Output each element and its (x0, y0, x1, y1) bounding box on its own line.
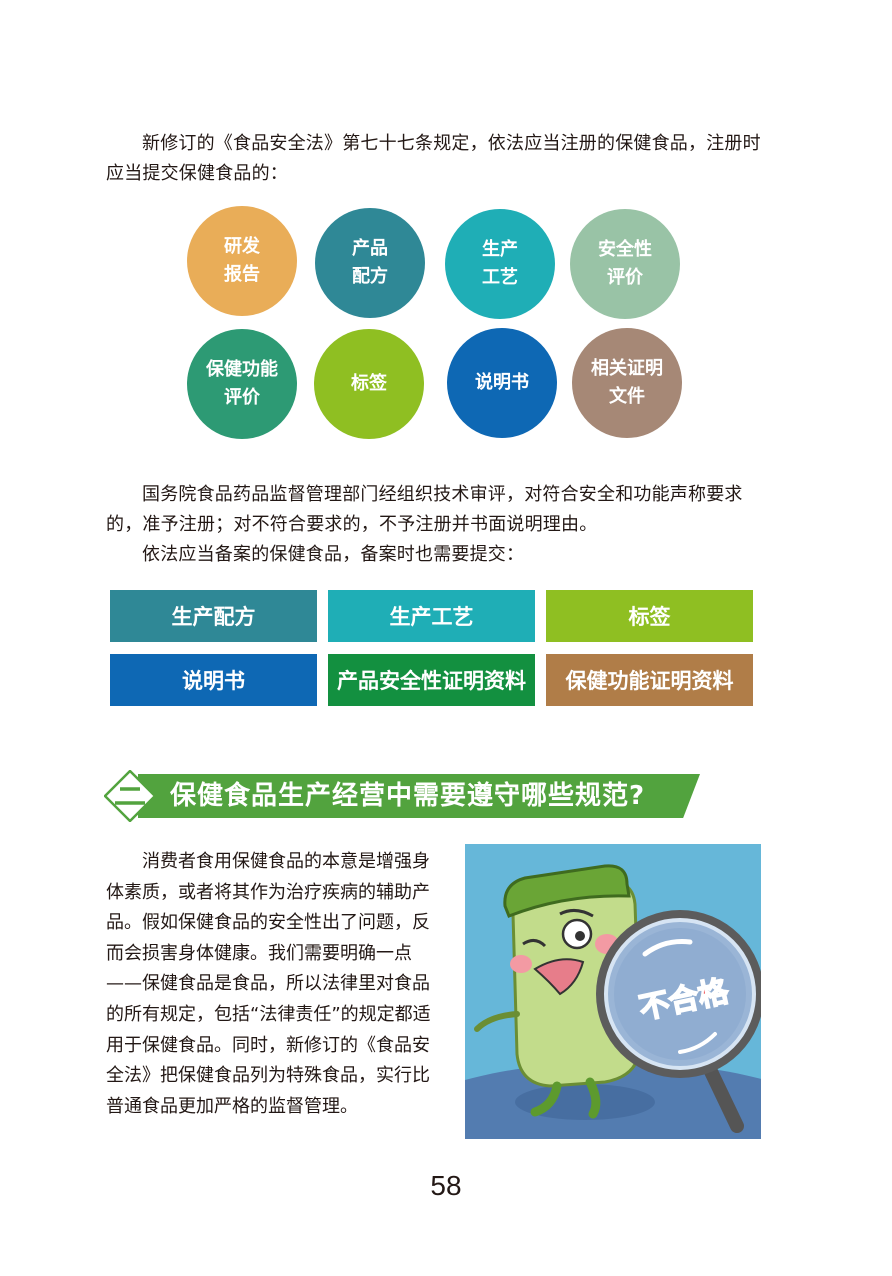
filing-intro-paragraph: 依法应当备案的保健食品，备案时也需要提交： (142, 544, 525, 565)
review-paragraph: 国务院食品药品监督管理部门经组织技术审评，对符合安全和功能声称要求的，准予注册；… (106, 484, 743, 535)
page-number: 58 (430, 1170, 462, 1201)
box-product-safety-proof: 产品安全性证明资料 (328, 654, 535, 706)
section-heading: 保健食品生产经营中需要遵守哪些规范? (104, 770, 700, 822)
section-title: 保健食品生产经营中需要遵守哪些规范? (170, 781, 646, 811)
box-instructions: 说明书 (110, 654, 317, 706)
section-number-badge (104, 770, 156, 822)
box-production-process: 生产工艺 (328, 590, 535, 642)
circle-safety-evaluation: 安全性 评价 (570, 209, 680, 319)
circle-label: 标签 (314, 329, 424, 439)
circle-product-formula: 产品 配方 (315, 208, 425, 318)
intro-paragraph: 新修订的《食品安全法》第七十七条规定，依法应当注册的保健食品，注册时应当提交保健… (106, 133, 761, 184)
circle-instructions: 说明书 (447, 328, 557, 438)
circle-health-function-evaluation: 保健功能 评价 (187, 329, 297, 439)
section-heading-bar (138, 774, 700, 818)
circle-related-documents: 相关证明 文件 (572, 328, 682, 438)
cartoon-illustration: 不合格 (465, 844, 761, 1139)
circle-production-process: 生产 工艺 (445, 209, 555, 319)
body-paragraph: 消费者食用保健食品的本意是增强身体素质，或者将其作为治疗疾病的辅助产品。假如保健… (106, 851, 431, 1117)
box-health-function-proof: 保健功能证明资料 (546, 654, 753, 706)
circle-rd-report: 研发 报告 (187, 206, 297, 316)
box-production-formula: 生产配方 (110, 590, 317, 642)
box-label: 标签 (546, 590, 753, 642)
